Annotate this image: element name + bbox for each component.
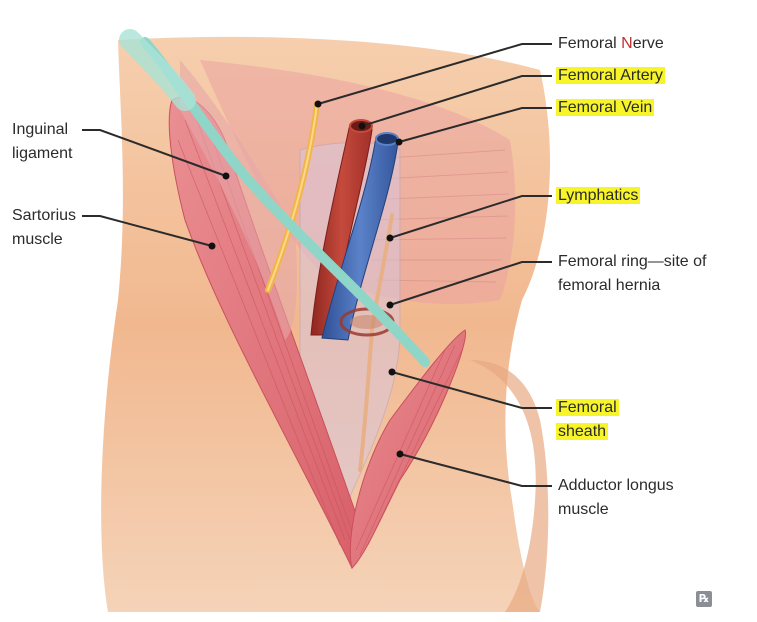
- leader-sartorius: [82, 215, 213, 247]
- rx-watermark-icon: ℞: [696, 591, 712, 607]
- label-sartorius-line1: Sartorius: [12, 207, 77, 224]
- label-inguinal-ligament: Inguinal ligament: [12, 118, 72, 166]
- leader-femoral-vein: [398, 107, 552, 143]
- leader-femoral-ring: [389, 261, 552, 306]
- label-femoral-nerve-n: N: [621, 35, 633, 52]
- label-femoral-vein-text: Femoral Vein: [556, 99, 655, 116]
- label-sheath-line1: Femoral: [556, 399, 619, 416]
- label-femoral-sheath: Femoral sheath: [556, 396, 619, 444]
- label-inguinal-line2: ligament: [12, 145, 73, 162]
- label-femoral-ring-line1: Femoral ring—site of: [558, 253, 707, 270]
- scrotal-contour: [470, 360, 549, 612]
- label-sheath-line2: sheath: [556, 423, 609, 440]
- label-lymphatics: Lymphatics: [556, 184, 641, 208]
- label-femoral-nerve: Femoral Nerve: [558, 32, 664, 56]
- label-femoral-artery: Femoral Artery: [556, 64, 665, 88]
- label-sartorius: Sartorius muscle: [12, 204, 76, 252]
- lymphatic-vessel: [358, 213, 394, 472]
- label-femoral-artery-text: Femoral Artery: [556, 67, 665, 84]
- label-sartorius-line2: muscle: [12, 231, 63, 248]
- label-lymphatics-text: Lymphatics: [556, 187, 641, 204]
- leader-femoral-artery: [361, 75, 552, 127]
- label-adductor-line1: Adductor longus: [558, 477, 674, 494]
- label-femoral-ring: Femoral ring—site of femoral hernia: [558, 250, 707, 298]
- leader-femoral-sheath: [391, 371, 552, 409]
- label-adductor-longus: Adductor longus muscle: [558, 474, 674, 522]
- label-femoral-ring-line2: femoral hernia: [558, 277, 661, 294]
- label-femoral-vein: Femoral Vein: [556, 96, 655, 120]
- leader-adductor: [399, 453, 552, 487]
- label-adductor-line2: muscle: [558, 501, 609, 518]
- label-inguinal-line1: Inguinal: [12, 121, 69, 138]
- leader-lymphatics: [389, 195, 552, 239]
- leader-femoral-nerve: [317, 43, 552, 105]
- label-femoral-nerve-pre: Femoral: [558, 35, 622, 52]
- leader-lines: [82, 43, 552, 487]
- label-femoral-nerve-post: erve: [632, 35, 664, 52]
- leader-inguinal-ligament: [82, 129, 227, 177]
- leader-dots: [208, 100, 404, 458]
- femoral-vein-lumen: [375, 132, 399, 146]
